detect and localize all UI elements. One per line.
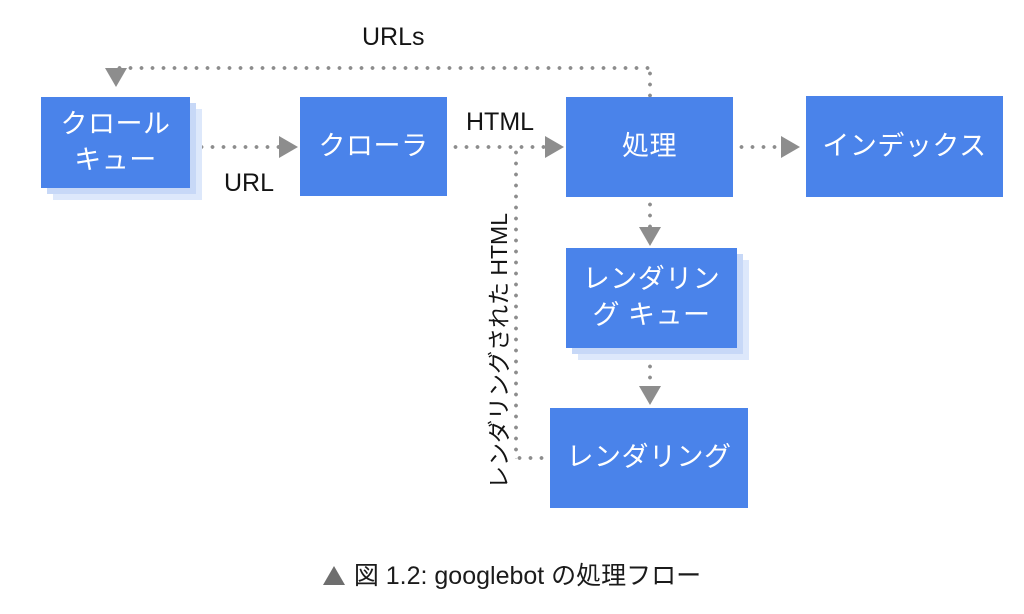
edge-url-line bbox=[196, 145, 282, 149]
node-index[interactable]: インデックス bbox=[806, 96, 1003, 197]
edge-url-arrowhead bbox=[279, 136, 298, 158]
figure-caption: 図 1.2: googlebot の処理フロー bbox=[0, 556, 1024, 592]
edge-urls-horizontal-segment bbox=[114, 66, 652, 70]
node-render-queue[interactable]: レンダリン グ キュー bbox=[566, 248, 737, 348]
edge-html-line bbox=[450, 145, 550, 149]
edge-label-url: URL bbox=[224, 169, 275, 197]
node-index-label: インデックス bbox=[822, 130, 987, 161]
node-crawl-queue-label: クロール キュー bbox=[60, 108, 171, 175]
caption-text: 図 1.2: googlebot の処理フロー bbox=[353, 562, 702, 590]
edge-urls-arrowhead bbox=[105, 68, 127, 87]
node-processing[interactable]: 処理 bbox=[566, 97, 733, 197]
edge-label-urls: URLs bbox=[362, 23, 425, 51]
node-crawler[interactable]: クローラ bbox=[300, 97, 447, 196]
node-processing-label: 処理 bbox=[622, 131, 677, 162]
node-render-queue-label: レンダリン グ キュー bbox=[582, 264, 721, 330]
edge-label-html: HTML bbox=[466, 108, 535, 136]
caption-triangle-icon bbox=[322, 566, 345, 585]
edge-index-arrowhead bbox=[781, 136, 800, 158]
edge-rendering-arrowhead bbox=[639, 386, 661, 405]
edge-rendering-line bbox=[648, 350, 652, 390]
node-rendering-label: レンダリング bbox=[566, 442, 732, 473]
edge-urls-vertical-segment bbox=[648, 68, 652, 99]
edge-rendered-html-horizontal-segment bbox=[514, 456, 554, 460]
node-rendering[interactable]: レンダリング bbox=[550, 408, 748, 508]
edge-label-rendered-html: レンダリングされた HTML bbox=[486, 213, 512, 489]
edge-index-line bbox=[736, 145, 782, 149]
edge-render-queue-line bbox=[648, 199, 652, 232]
edge-html-arrowhead bbox=[545, 136, 564, 158]
node-crawler-label: クローラ bbox=[318, 130, 429, 161]
edge-render-queue-arrowhead bbox=[639, 227, 661, 246]
edge-rendered-html-vertical-segment bbox=[514, 147, 518, 459]
node-crawl-queue[interactable]: クロール キュー bbox=[41, 97, 190, 188]
